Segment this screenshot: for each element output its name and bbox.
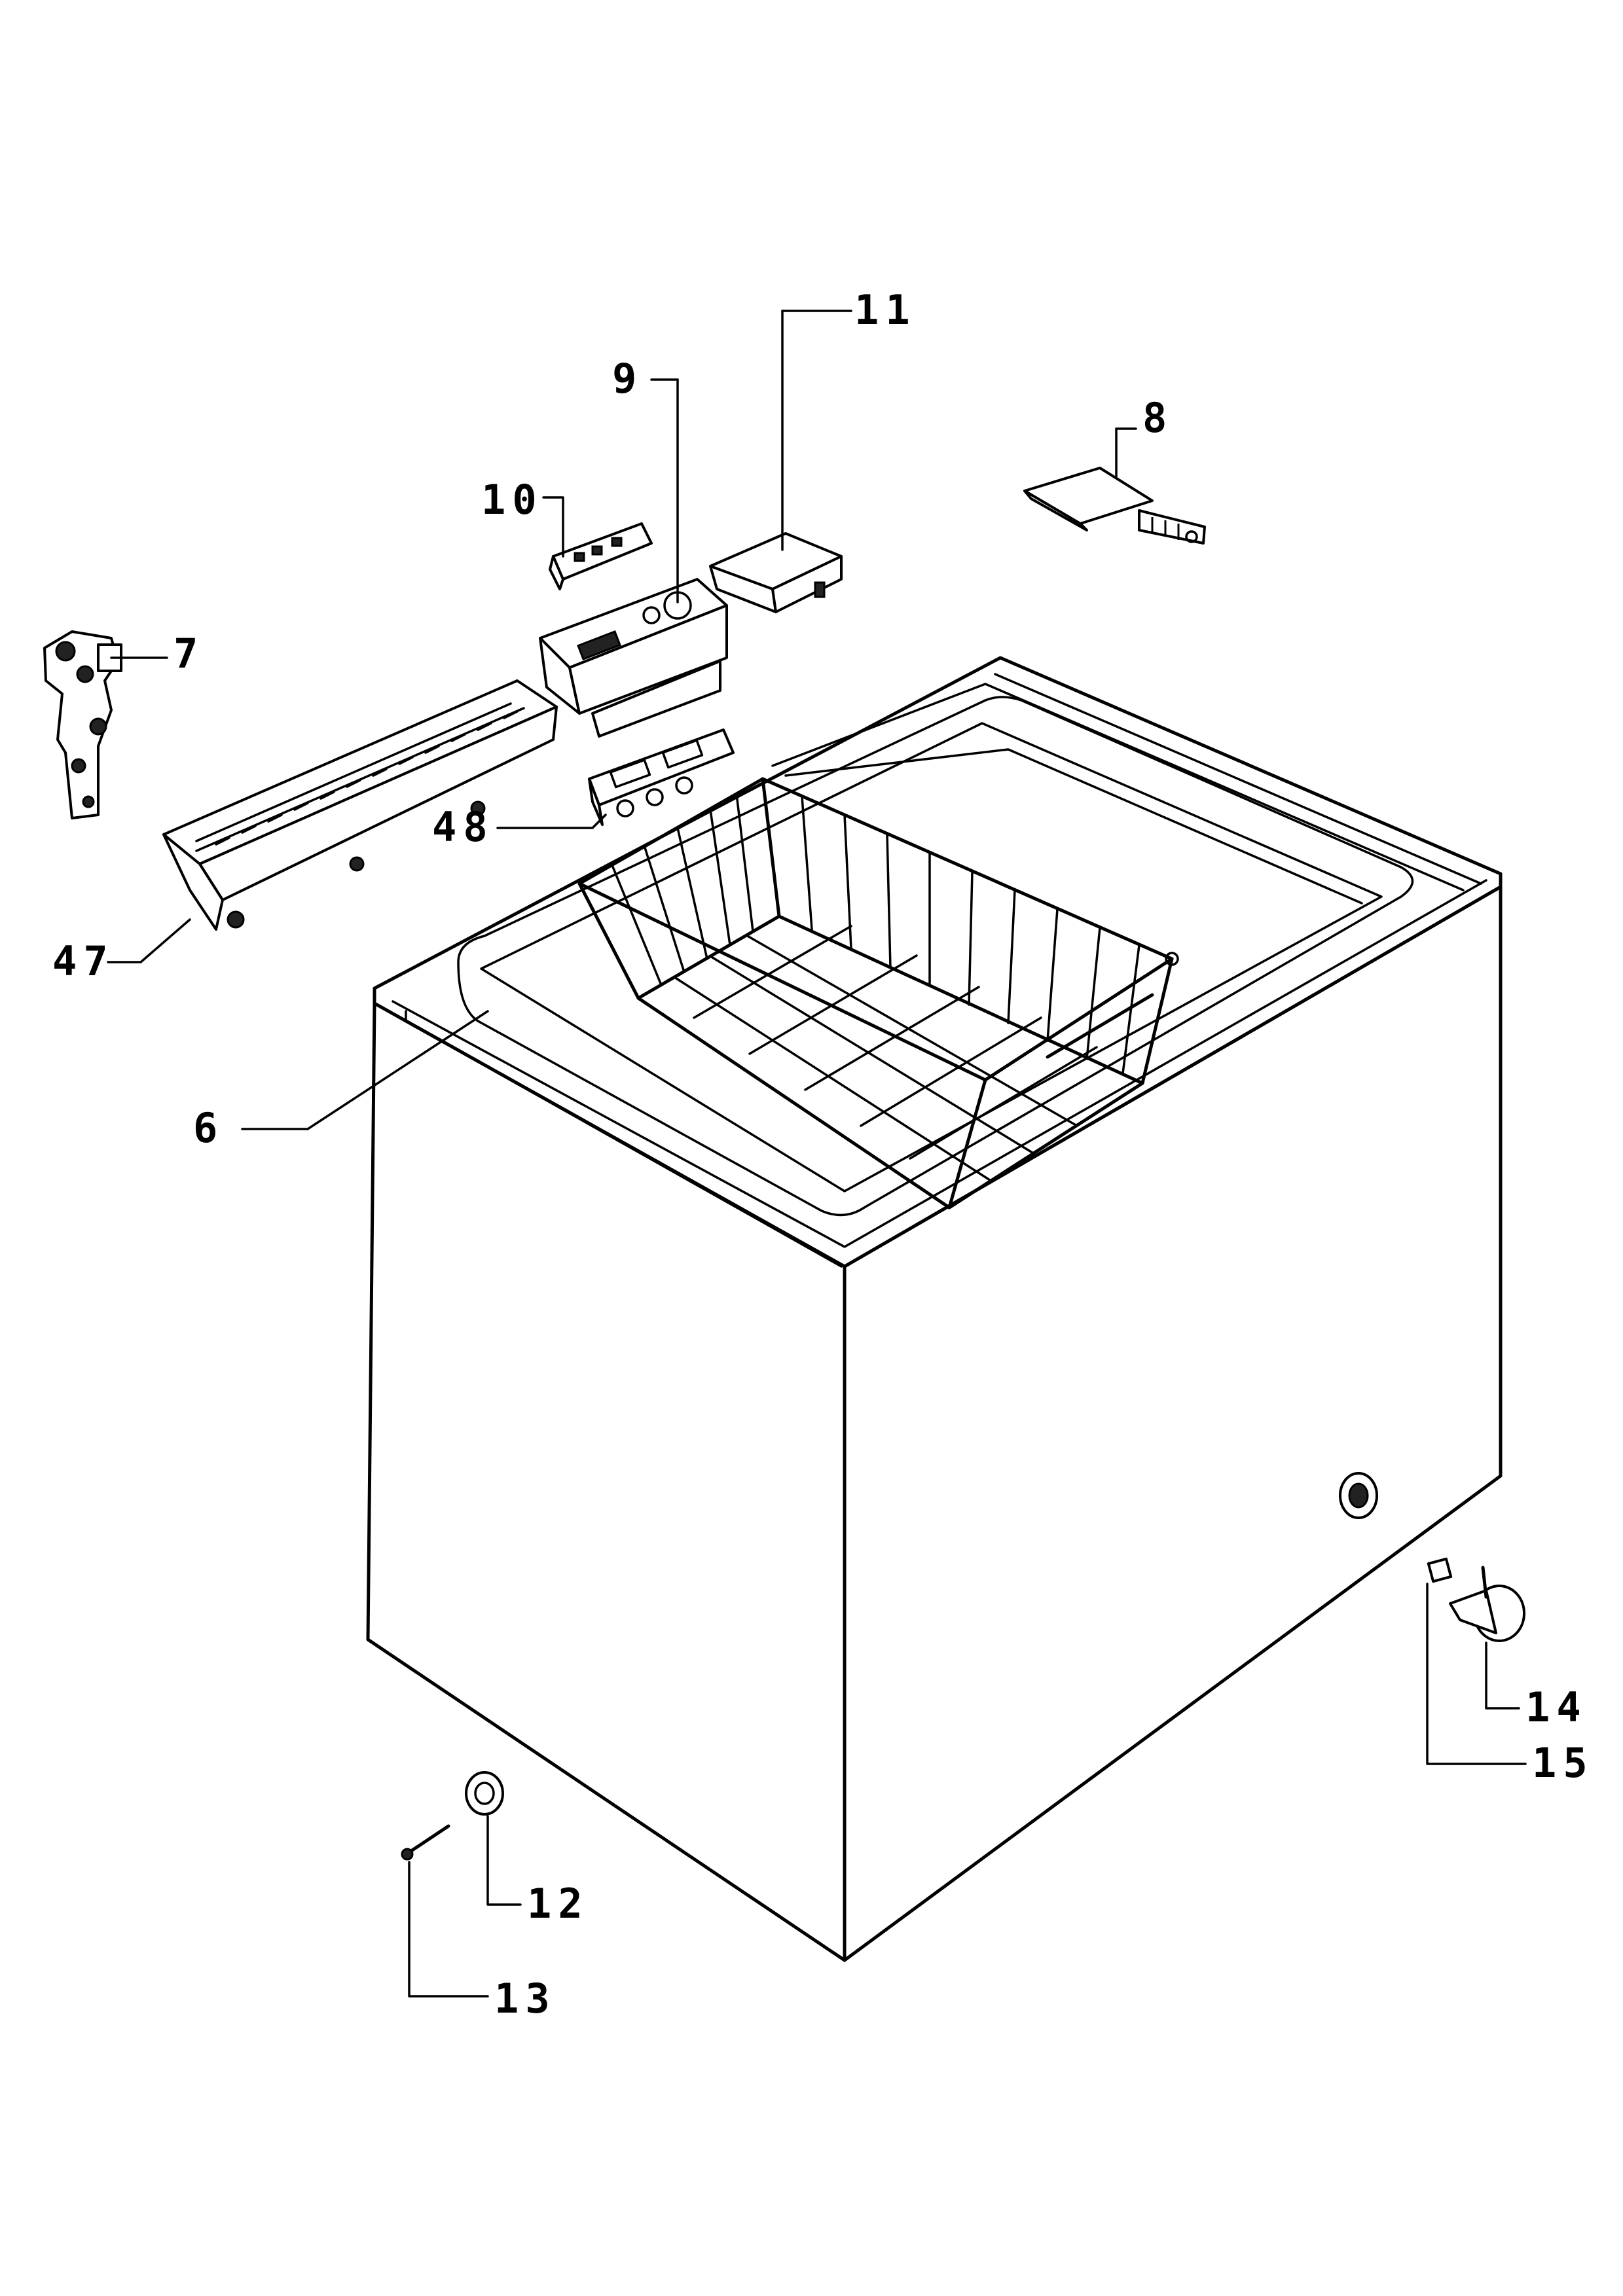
- part-10-plate: [549, 522, 653, 590]
- part-9-control-box: [539, 578, 728, 738]
- part-11-cover: [709, 532, 843, 613]
- label-9: 9: [612, 355, 643, 403]
- label-6: 6: [193, 1104, 224, 1152]
- freezer-cabinet: [366, 656, 1503, 1962]
- label-13: 13: [494, 1975, 556, 2022]
- label-11: 11: [854, 286, 917, 334]
- label-48: 48: [432, 803, 494, 851]
- label-7: 7: [173, 630, 204, 677]
- part-7-hinge: [43, 630, 122, 819]
- label-8: 8: [1142, 394, 1173, 442]
- label-10: 10: [481, 476, 543, 524]
- label-14: 14: [1525, 1683, 1588, 1731]
- part-48-bracket: [588, 728, 735, 826]
- leader-lines: [107, 310, 1527, 1998]
- part-47-handle-bar: [162, 679, 558, 931]
- wire-basket: [577, 777, 1179, 1210]
- label-12: 12: [527, 1880, 589, 1928]
- part-15-small-block: [1427, 1557, 1453, 1583]
- part-labels: 11 9 8 10 7 48 47 6 14 15 12 13: [52, 286, 1594, 2022]
- part-13-screw: [401, 1824, 450, 1861]
- part-12-washer: [465, 1771, 504, 1816]
- part-8-scraper: [1023, 467, 1206, 545]
- handle-bar-texture: [195, 702, 525, 852]
- basket-wires: [611, 793, 1140, 1183]
- label-15: 15: [1532, 1739, 1594, 1787]
- part-14-knob: [1449, 1566, 1525, 1642]
- label-47: 47: [52, 937, 115, 985]
- side-plug: [1339, 1472, 1378, 1519]
